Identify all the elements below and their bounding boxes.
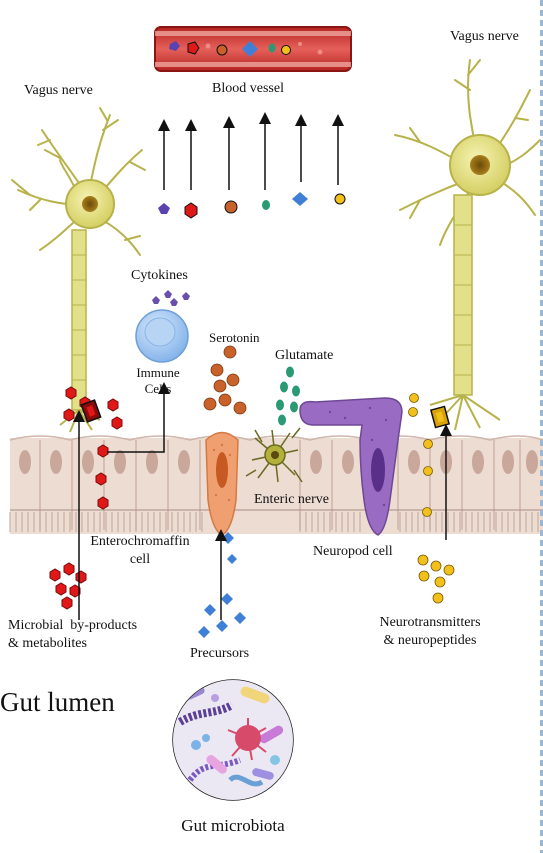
gut-lumen-label: Gut lumen (0, 687, 115, 717)
receptor-right (429, 405, 451, 429)
gut-microbiota-icon (172, 679, 294, 801)
right-border (540, 0, 543, 853)
signal-arrows (73, 382, 452, 620)
cytokines-molecules (152, 290, 190, 306)
neuropod-cell-label: Neuropod cell (313, 544, 393, 559)
blood-vessel-icon (154, 26, 352, 72)
precursor-molecules (198, 532, 246, 638)
immune-cells-label: Immune Cells (136, 365, 180, 397)
vagus-nerve-right-label: Vagus nerve (450, 29, 519, 44)
enteric-nerve-icon (245, 427, 303, 483)
cytokines-label: Cytokines (131, 268, 188, 283)
glutamate-label: Glutamate (275, 348, 334, 363)
left-axon (59, 229, 101, 433)
serotonin-label: Serotonin (209, 330, 260, 345)
enterochromaffin-cell-label: Enterochromaffin cell (90, 534, 190, 567)
neuropod-cell-icon (299, 397, 403, 536)
microbial-molecules (49, 386, 123, 610)
circulating-molecules (158, 192, 346, 219)
arrows-to-blood (158, 112, 344, 190)
microbial-byproducts-label: Microbial by-products & metabolites (8, 618, 138, 651)
immune-cell-icon (135, 309, 189, 363)
enterochromaffin-cell-icon (205, 431, 239, 536)
enteric-nerve-label: Enteric nerve (254, 492, 330, 507)
neurotransmitter-molecules (408, 393, 455, 604)
vagus-nerve-left-label: Vagus nerve (24, 83, 93, 98)
right-axon (429, 194, 501, 431)
blood-vessel-label: Blood vessel (212, 81, 284, 96)
serotonin-molecules (203, 345, 247, 415)
precursors-label: Precursors (190, 646, 250, 661)
gut-microbiota-label: Gut microbiota (181, 816, 285, 835)
neurotransmitters-label: Neurotransmitters & neuropeptides (379, 615, 481, 648)
glutamate-molecules (276, 366, 300, 426)
